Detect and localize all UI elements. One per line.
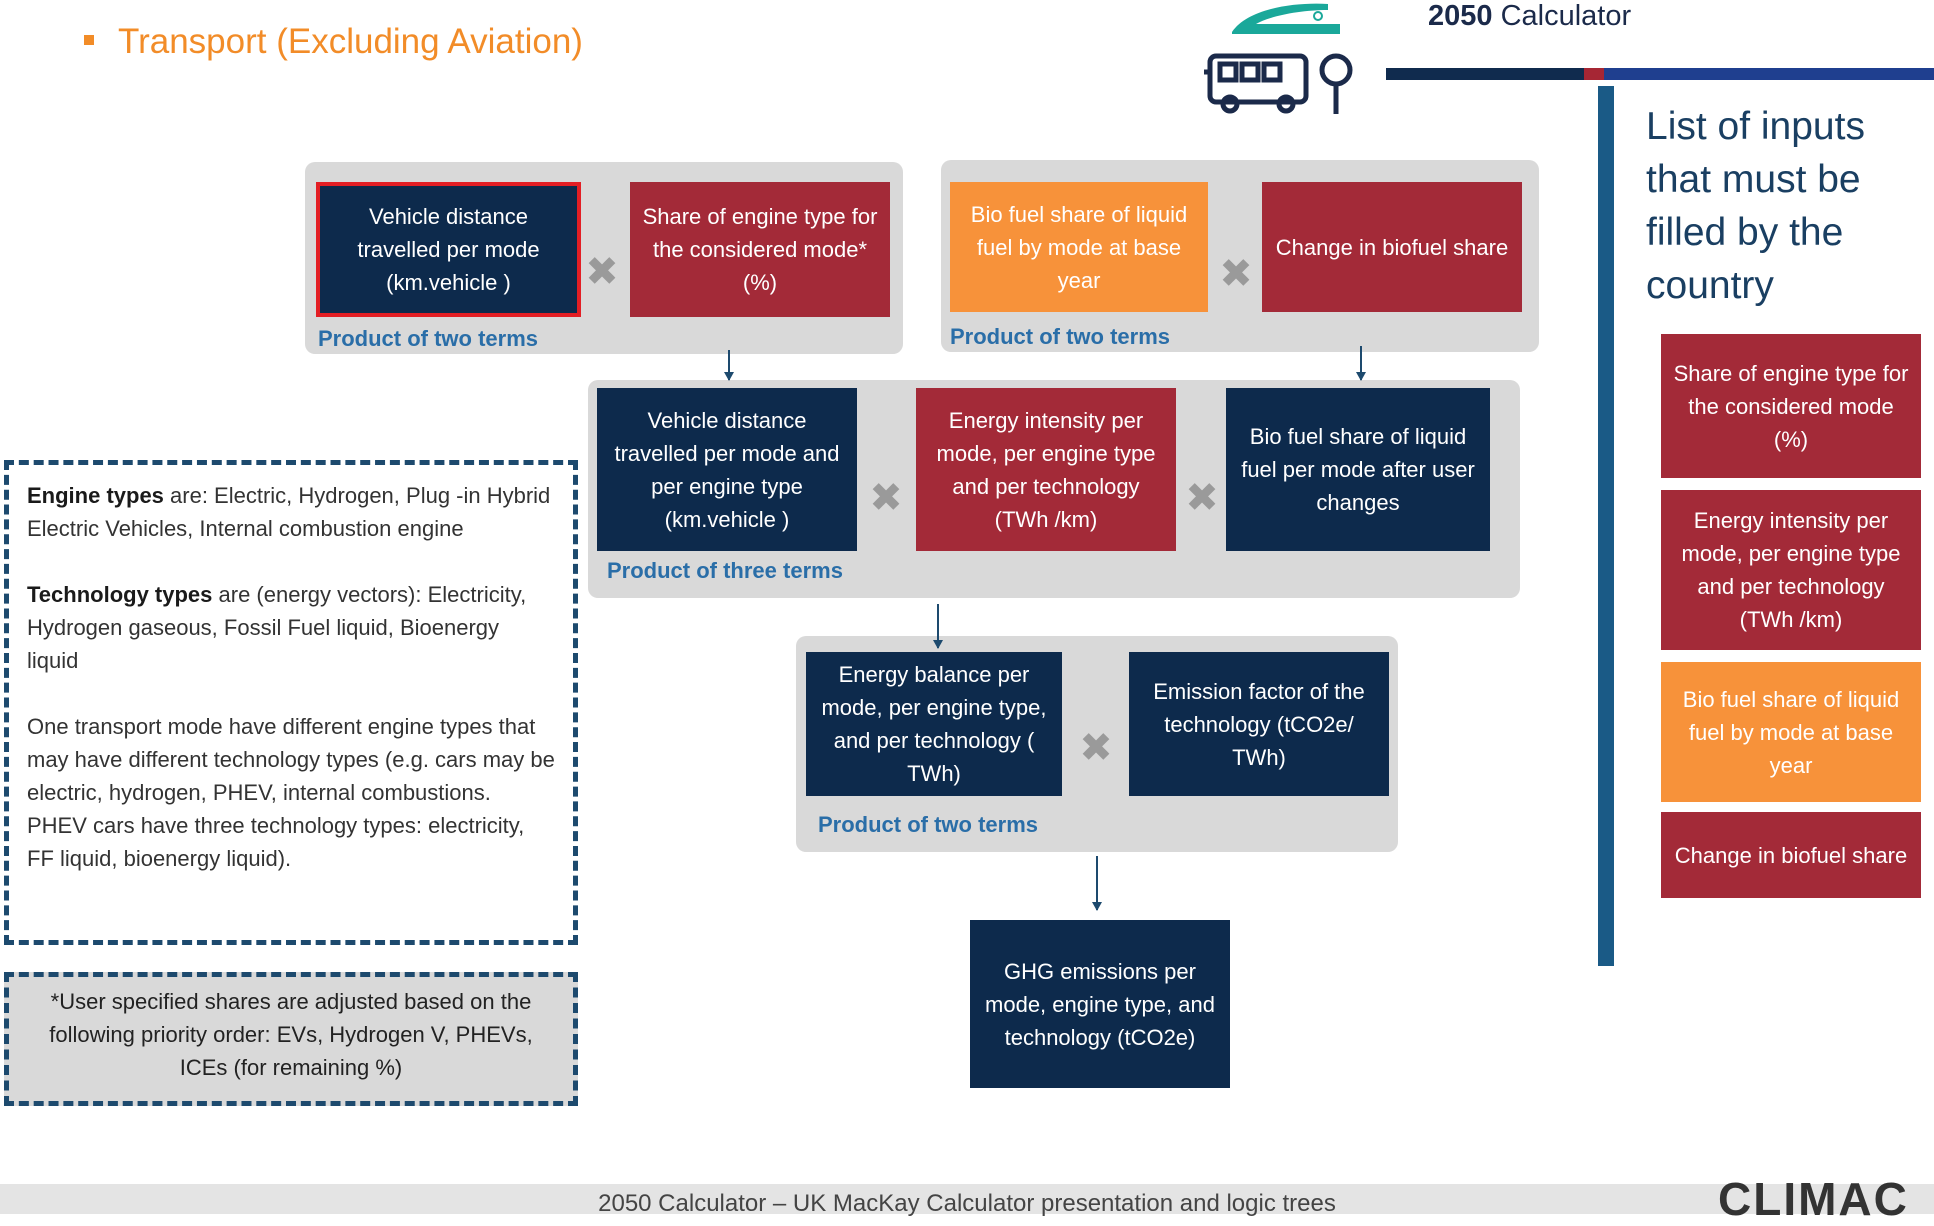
note-definitions: Engine types are: Electric, Hydrogen, Pl… [4, 460, 578, 945]
box-energy-intensity-text: Energy intensity per mode, per engine ty… [936, 407, 1156, 532]
box-emission-factor[interactable]: Emission factor of the technology (tCO2e… [1129, 652, 1389, 796]
note-tech-label: Technology types [27, 582, 213, 607]
input-item-text: Bio fuel share of liquid fuel by mode at… [1682, 686, 1900, 778]
footer-bar [0, 1184, 1934, 1214]
box-biofuel-change-text: Change in biofuel share [1275, 234, 1509, 260]
group3-label: Product of three terms [607, 558, 843, 583]
climac-logo: CLIMAC [1718, 1173, 1909, 1225]
bullet-square [84, 34, 94, 45]
multiply-icon: ✖ [585, 250, 619, 294]
box-emission-factor-text: Emission factor of the technology (tCO2e… [1153, 678, 1365, 770]
box-ghg-emissions-text: GHG emissions per mode, engine type, and… [985, 958, 1215, 1050]
box-biofuel-after[interactable]: Bio fuel share of liquid fuel per mode a… [1226, 388, 1490, 551]
page-title: Transport (Excluding Aviation) [84, 22, 583, 62]
footer-text: 2050 Calculator – UK MacKay Calculator p… [598, 1190, 1336, 1217]
box-biofuel-change[interactable]: Change in biofuel share [1262, 182, 1522, 312]
box-engine-share-text: Share of engine type for the considered … [642, 204, 878, 295]
note-priority-text: *User specified shares are adjusted base… [49, 989, 533, 1080]
input-item-energy-intensity[interactable]: Energy intensity per mode, per engine ty… [1661, 490, 1921, 650]
brand-bar-blue [1604, 68, 1934, 80]
box-biofuel-base[interactable]: Bio fuel share of liquid fuel by mode at… [950, 182, 1208, 312]
brand-name: 2050 Calculator [1428, 0, 1631, 33]
box-energy-balance-text: Energy balance per mode, per engine type… [821, 662, 1047, 786]
inputs-title: List of inputs that must be filled by th… [1646, 105, 1865, 307]
input-item-biofuel-change[interactable]: Change in biofuel share [1661, 812, 1921, 898]
brand-bar-navy [1386, 68, 1584, 80]
box-energy-intensity[interactable]: Energy intensity per mode, per engine ty… [916, 388, 1176, 551]
map-pin-icon [1319, 53, 1353, 114]
note-technology-types: Technology types are (energy vectors): E… [27, 578, 555, 677]
box-ghg-emissions[interactable]: GHG emissions per mode, engine type, and… [970, 920, 1230, 1088]
box-vehicle-distance[interactable]: Vehicle distance travelled per mode (km.… [316, 182, 581, 317]
note-engine-text: are: Electric, Hydrogen, Plug -in Hybrid… [27, 483, 551, 541]
note-priority: *User specified shares are adjusted base… [4, 972, 578, 1106]
note-engine-label: Engine types [27, 483, 164, 508]
group4-label: Product of two terms [818, 812, 1039, 837]
input-item-text: Change in biofuel share [1674, 842, 1908, 868]
box-vehicle-distance-text: Vehicle distance travelled per mode (km.… [357, 204, 540, 295]
brand-bar-red [1584, 68, 1604, 80]
panel-divider [1598, 86, 1614, 966]
note-mode-text: One transport mode have different engine… [27, 714, 555, 871]
note-tech-text: are (energy vectors): Electricity, Hydro… [27, 582, 527, 673]
bus-icon [1204, 53, 1309, 114]
input-item-biofuel-base[interactable]: Bio fuel share of liquid fuel by mode at… [1661, 662, 1921, 802]
multiply-icon: ✖ [1219, 252, 1253, 296]
multiply-icon: ✖ [869, 476, 903, 520]
transport-icon [1200, 0, 1360, 120]
box-distance-engine[interactable]: Vehicle distance travelled per mode and … [597, 388, 857, 551]
input-item-text: Share of engine type for the considered … [1673, 360, 1909, 452]
page-title-text: Transport (Excluding Aviation) [118, 22, 583, 61]
multiply-icon: ✖ [1185, 476, 1219, 520]
box-biofuel-after-text: Bio fuel share of liquid fuel per mode a… [1241, 424, 1475, 515]
input-item-engine-share[interactable]: Share of engine type for the considered … [1661, 334, 1921, 478]
multiply-icon: ✖ [1079, 726, 1113, 770]
box-biofuel-base-text: Bio fuel share of liquid fuel by mode at… [970, 201, 1188, 293]
car-icon [1232, 3, 1340, 34]
note-engine-types: Engine types are: Electric, Hydrogen, Pl… [27, 479, 555, 545]
group2-label: Product of two terms [950, 324, 1171, 349]
box-engine-share[interactable]: Share of engine type for the considered … [630, 182, 890, 317]
brand-rest: Calculator [1500, 0, 1632, 32]
brand-bold: 2050 [1428, 0, 1493, 32]
box-distance-engine-text: Vehicle distance travelled per mode and … [614, 407, 840, 532]
group1-label: Product of two terms [318, 326, 539, 351]
input-item-text: Energy intensity per mode, per engine ty… [1681, 508, 1901, 632]
box-energy-balance[interactable]: Energy balance per mode, per engine type… [806, 652, 1062, 796]
